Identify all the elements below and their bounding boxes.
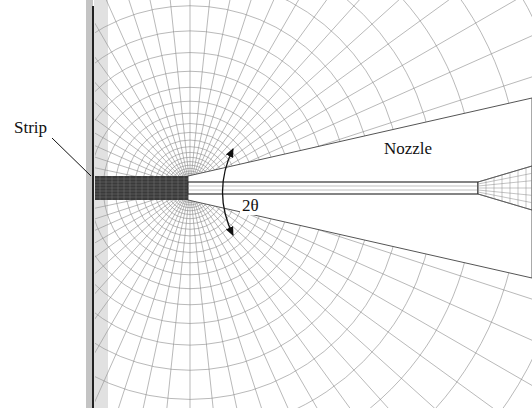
plenum-mesh-line [478, 166, 532, 182]
jet-mesh-line [95, 182, 188, 183]
jet-mesh-line [95, 185, 188, 186]
nozzle-body [188, 98, 532, 278]
plenum-mesh-line [494, 177, 495, 198]
mesh-ring [95, 0, 532, 408]
mesh-radial-line [95, 0, 186, 181]
mesh-radial-line [95, 195, 186, 408]
wall-mesh-line [99, 0, 100, 408]
plenum-mesh-line [510, 173, 511, 204]
mesh-radial-line [95, 196, 188, 408]
plenum-mesh [478, 166, 532, 210]
wall-mesh-line [105, 0, 106, 408]
jet-mesh-line [95, 188, 188, 189]
wall-mesh-line [107, 0, 108, 408]
mesh-radial-line [190, 0, 191, 180]
jet-mesh-line [95, 179, 188, 180]
nozzle-plenum [478, 166, 532, 210]
mesh-radial-line [190, 196, 191, 408]
jet-mesh-lines [95, 176, 188, 200]
jet-mesh-block [95, 176, 188, 200]
mesh-radial-line [95, 0, 185, 182]
plenum-mesh-line [502, 175, 503, 201]
mesh-radial-line [95, 0, 184, 183]
mesh-radial-line [95, 190, 182, 334]
mesh-radial-line [95, 194, 185, 408]
nozzle-label: Nozzle [384, 140, 432, 157]
plenum-mesh-line [486, 180, 487, 197]
wall-mesh-line [103, 0, 104, 408]
mesh-radial-line [95, 0, 188, 180]
strip-wall [92, 6, 94, 408]
mesh-radial-line [95, 0, 182, 186]
mesh-radial-line [117, 0, 189, 180]
mesh-radial-line [95, 194, 185, 408]
angle-label: 2θ [240, 196, 261, 215]
slot-mesh-line [188, 190, 478, 191]
jet-mesh-line [95, 191, 188, 192]
jet-mesh-line [95, 197, 188, 198]
mesh-radial-line [95, 0, 185, 182]
plenum-mesh-line [518, 170, 519, 206]
mesh-radial-line [95, 0, 184, 183]
wall-mesh [95, 0, 107, 408]
wall-mesh-line [97, 0, 98, 408]
plenum-mesh-line [478, 194, 532, 210]
jet-mesh-line [95, 194, 188, 195]
wall-mesh-line [95, 0, 96, 408]
mesh-radial-line [95, 196, 188, 408]
mesh-lines [95, 0, 532, 408]
mesh-radial-line [191, 0, 263, 180]
mesh-radial-line [95, 190, 182, 404]
mesh-ring [95, 0, 532, 408]
mesh-ring [95, 0, 532, 408]
slot-mesh-line [188, 186, 478, 187]
mesh-radial-line [95, 195, 187, 408]
fine-mesh-band [86, 0, 93, 408]
wall-mesh-line [101, 0, 102, 408]
mesh-ring [95, 0, 532, 408]
angle-arc [223, 149, 234, 235]
leader-line [52, 138, 91, 176]
nozzle-slot [188, 182, 478, 194]
mesh-ring [95, 0, 532, 408]
strip-label: Strip [12, 118, 49, 137]
plenum-mesh-line [526, 168, 527, 208]
mesh-radial-line [95, 193, 184, 408]
mesh-radial-line [95, 0, 188, 180]
mesh-radial-line [95, 193, 184, 408]
